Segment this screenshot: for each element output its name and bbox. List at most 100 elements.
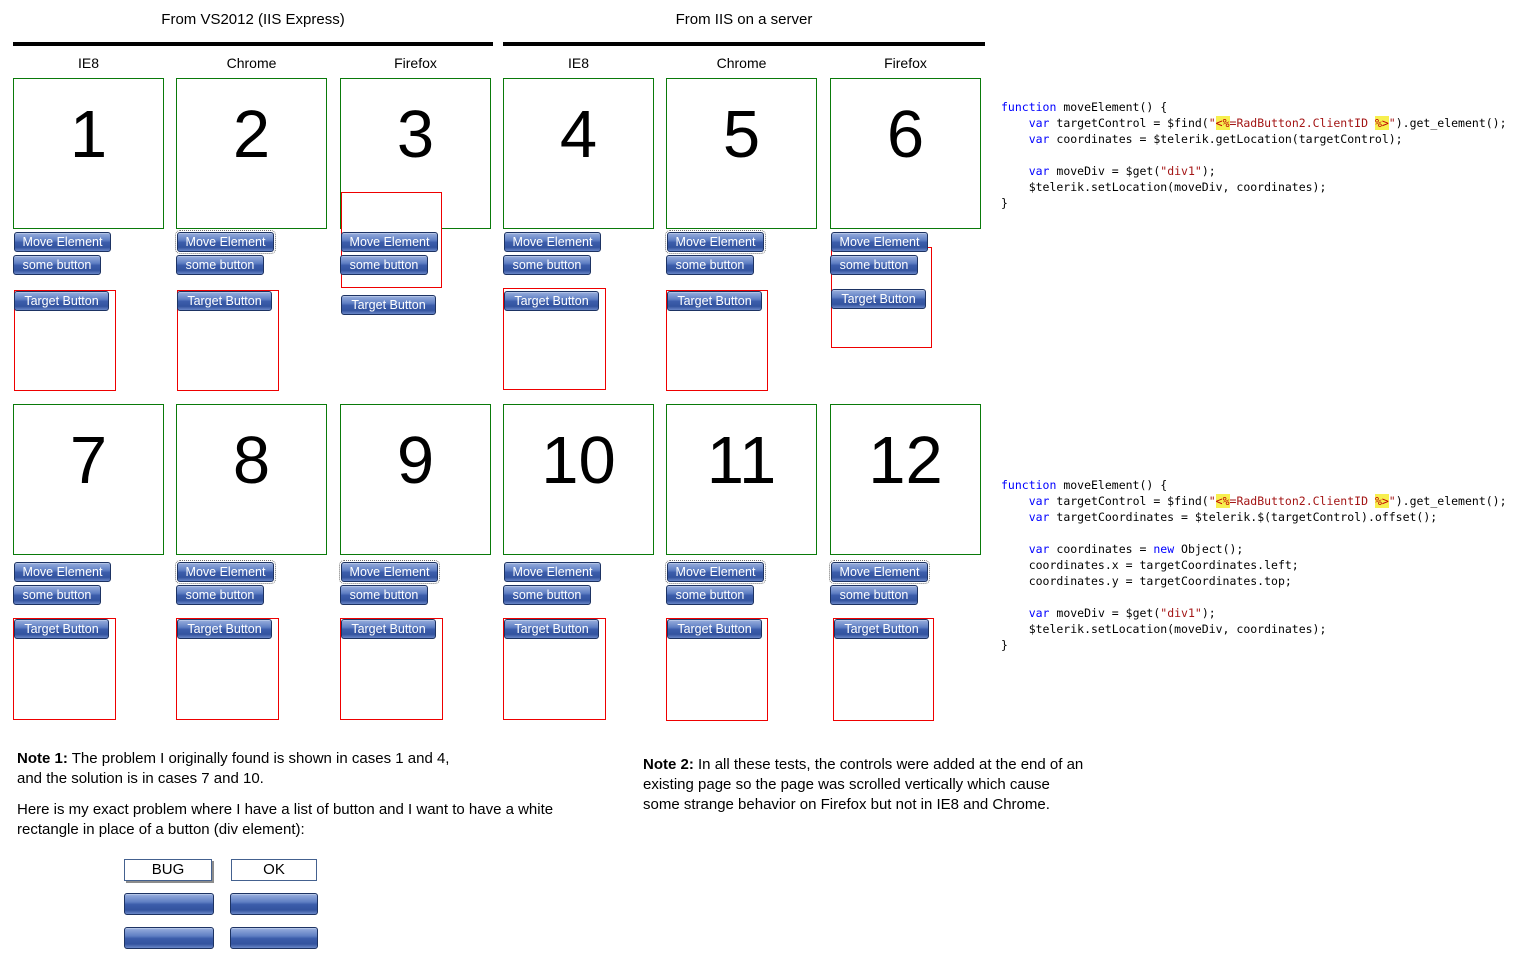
- move-element-button[interactable]: Move Element: [175, 560, 276, 584]
- code-token: "div1": [1160, 606, 1202, 620]
- move-element-button[interactable]: Move Element: [665, 560, 766, 584]
- code-token: [1001, 164, 1029, 178]
- move-element-button[interactable]: Move Element: [341, 232, 438, 252]
- move-element-button[interactable]: Move Element: [829, 560, 930, 584]
- case-11-green-box: 11: [666, 404, 817, 555]
- target-button[interactable]: Target Button: [14, 291, 109, 311]
- code-token: var: [1028, 510, 1050, 524]
- move-element-button[interactable]: Move Element: [665, 230, 766, 254]
- some-button[interactable]: some button: [13, 585, 101, 605]
- target-button[interactable]: Target Button: [341, 619, 436, 639]
- code-token: [1001, 494, 1029, 508]
- code-line: $telerik.setLocation(moveDiv, coordinate…: [1001, 179, 1507, 195]
- case-number: 7: [69, 423, 108, 498]
- code-token: ": [1208, 116, 1216, 130]
- code-token: [1001, 132, 1029, 146]
- code-line: function moveElement() {: [1001, 477, 1507, 493]
- note2-line1: Note 2: In all these tests, the controls…: [643, 755, 1123, 775]
- code-line: function moveElement() {: [1001, 99, 1507, 115]
- note2-text2: existing page so the page was scrolled v…: [643, 776, 1050, 793]
- case-6-green-box: 6: [830, 78, 981, 229]
- move-element-button[interactable]: Move Element: [339, 560, 440, 584]
- demo-bar[interactable]: [230, 893, 318, 915]
- divider-line-left: [13, 42, 493, 46]
- code-token: coordinates.x = targetCoordinates.left;: [1001, 558, 1299, 572]
- demo-bar[interactable]: [124, 893, 214, 915]
- note-2: Note 2: In all these tests, the controls…: [643, 755, 1123, 815]
- case-7-green-box: 7: [13, 404, 164, 555]
- code-line: }: [1001, 637, 1507, 653]
- case-number: 11: [706, 423, 777, 498]
- column-header-2: Firefox: [394, 55, 437, 71]
- target-button[interactable]: Target Button: [504, 291, 599, 311]
- note1-label: Note 1:: [17, 750, 68, 767]
- code-token: <%: [1215, 116, 1230, 130]
- case-9-green-box: 9: [340, 404, 491, 555]
- note1-text3: Here is my exact problem where I have a …: [17, 801, 554, 818]
- move-element-button[interactable]: Move Element: [14, 562, 111, 582]
- target-button[interactable]: Target Button: [177, 291, 272, 311]
- code-line: var coordinates = new Object();: [1001, 541, 1507, 557]
- target-button[interactable]: Target Button: [667, 619, 762, 639]
- target-button[interactable]: Target Button: [14, 619, 109, 639]
- some-button[interactable]: some button: [503, 255, 591, 275]
- case-number: 5: [722, 97, 761, 172]
- target-button[interactable]: Target Button: [504, 619, 599, 639]
- case-number: 6: [886, 97, 925, 172]
- code-line: var moveDiv = $get("div1");: [1001, 605, 1507, 621]
- code-line: var targetControl = $find("<%=RadButton2…: [1001, 115, 1507, 131]
- code-token: new: [1153, 542, 1175, 556]
- some-button[interactable]: some button: [666, 255, 754, 275]
- move-element-button[interactable]: Move Element: [504, 232, 601, 252]
- some-button[interactable]: some button: [176, 255, 264, 275]
- some-button[interactable]: some button: [503, 585, 591, 605]
- move-element-button[interactable]: Move Element: [504, 562, 601, 582]
- some-button[interactable]: some button: [830, 585, 918, 605]
- some-button[interactable]: some button: [176, 585, 264, 605]
- code-token: );: [1201, 164, 1216, 178]
- demo-bar[interactable]: [124, 927, 214, 949]
- target-button[interactable]: Target Button: [667, 291, 762, 311]
- some-button[interactable]: some button: [340, 585, 428, 605]
- note1-text2: and the solution is in cases 7 and 10.: [17, 770, 264, 787]
- case-number: 3: [396, 97, 435, 172]
- code-token: =RadButton2.ClientID: [1229, 494, 1375, 508]
- some-button[interactable]: some button: [830, 255, 918, 275]
- code-token: function: [1001, 478, 1057, 492]
- some-button[interactable]: some button: [340, 255, 428, 275]
- case-5-green-box: 5: [666, 78, 817, 229]
- demo-bar[interactable]: [230, 927, 318, 949]
- code-block-2: function moveElement() { var targetContr…: [1001, 477, 1507, 653]
- some-button[interactable]: some button: [666, 585, 754, 605]
- bug-button[interactable]: BUG: [124, 859, 212, 881]
- code-token: moveElement() {: [1056, 100, 1168, 114]
- target-button[interactable]: Target Button: [341, 295, 436, 315]
- note2-text3: some strange behavior on Firefox but not…: [643, 796, 1050, 813]
- note1-line1: Note 1: The problem I originally found i…: [17, 749, 597, 769]
- code-line: [1001, 589, 1507, 605]
- some-button[interactable]: some button: [13, 255, 101, 275]
- target-button[interactable]: Target Button: [831, 289, 926, 309]
- code-token: moveElement() {: [1056, 478, 1168, 492]
- column-header-0: IE8: [77, 55, 99, 71]
- move-element-button[interactable]: Move Element: [175, 230, 276, 254]
- code-line: }: [1001, 195, 1507, 211]
- case-4-green-box: 4: [503, 78, 654, 229]
- code-token: ": [1388, 494, 1396, 508]
- code-line: coordinates.x = targetCoordinates.left;: [1001, 557, 1507, 573]
- target-button[interactable]: Target Button: [834, 619, 929, 639]
- move-element-button[interactable]: Move Element: [14, 232, 111, 252]
- case-2-green-box: 2: [176, 78, 327, 229]
- target-button[interactable]: Target Button: [177, 619, 272, 639]
- code-line: var targetControl = $find("<%=RadButton2…: [1001, 493, 1507, 509]
- note-1: Note 1: The problem I originally found i…: [17, 749, 597, 840]
- code-token: Object();: [1174, 542, 1244, 556]
- column-header-5: Firefox: [884, 55, 927, 71]
- case-10-green-box: 10: [503, 404, 654, 555]
- ok-button[interactable]: OK: [231, 859, 317, 881]
- case-number: 8: [232, 423, 271, 498]
- move-element-button[interactable]: Move Element: [831, 232, 928, 252]
- code-token: %>: [1374, 116, 1389, 130]
- code-token: [1001, 510, 1029, 524]
